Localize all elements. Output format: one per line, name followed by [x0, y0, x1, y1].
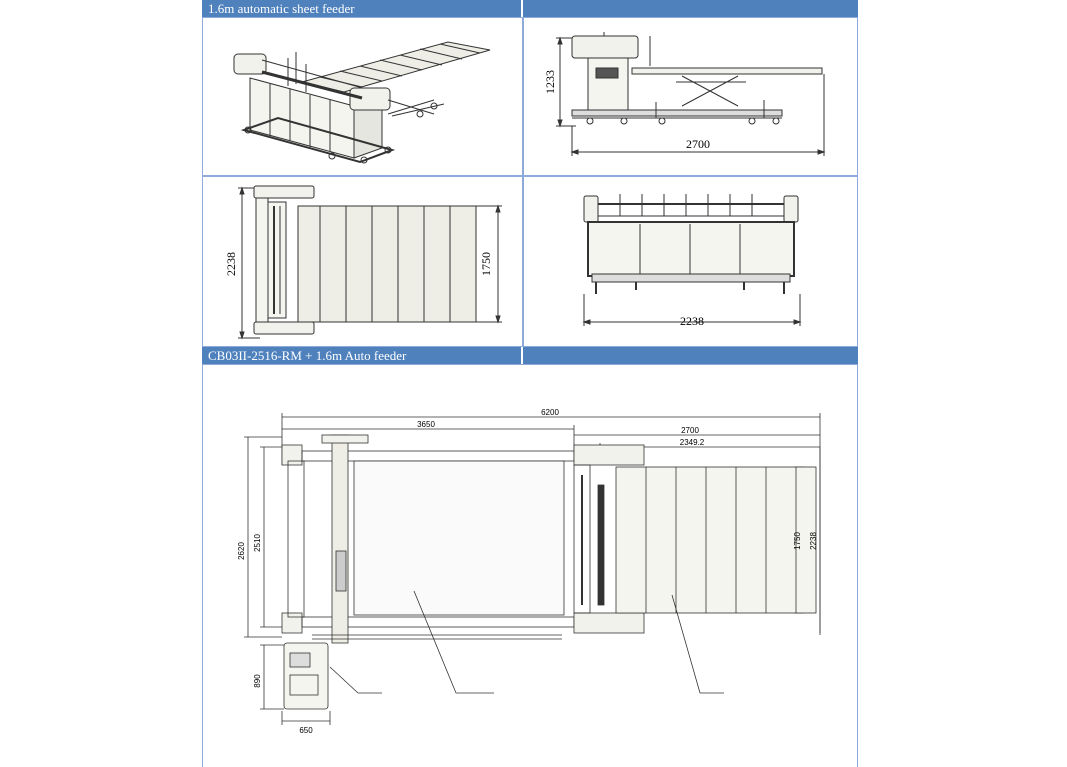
front-view-frame: [522, 175, 858, 347]
section-header-feeder: 1.6m automatic sheet feeder: [202, 0, 858, 17]
document-sheet: 1.6m automatic sheet feeder CB03II-2516-…: [202, 0, 858, 767]
top-view-drawing: 2238 1750: [224, 185, 502, 340]
dim-height-outer-label: 2620: [237, 542, 246, 560]
header-divider: [521, 347, 523, 364]
iso-view-frame: [202, 17, 524, 177]
dim-feeder-width-label: 1750: [793, 532, 802, 550]
dim-table-label: 1750: [479, 252, 493, 276]
isometric-drawing: [233, 41, 491, 164]
dim-cabinet-height-label: 890: [253, 674, 262, 688]
side-elevation-drawing: 1233 2700: [543, 32, 826, 156]
section-title: CB03II-2516-RM + 1.6m Auto feeder: [208, 348, 407, 363]
section-header-combo: CB03II-2516-RM + 1.6m Auto feeder: [202, 347, 858, 364]
dim-height-inner-label: 2510: [253, 534, 262, 552]
dim-feeder-inner-label: 2349.2: [680, 438, 705, 447]
dim-width-label: 2238: [680, 314, 704, 328]
dim-overall-label: 2238: [224, 252, 238, 276]
dim-length-label: 2700: [686, 137, 710, 151]
plan-view-frame: [202, 364, 858, 767]
dim-feeder-outer-label: 2238: [809, 532, 818, 550]
dim-cutter-label: 3650: [417, 420, 435, 429]
front-elevation-drawing: 2238: [582, 194, 802, 328]
plan-drawing: 6200 3650 2700 2349.2 2620 2510 1750 223…: [237, 408, 821, 735]
section-title: 1.6m automatic sheet feeder: [208, 1, 355, 16]
top-view-frame: [202, 175, 524, 347]
dim-feeder-label: 2700: [681, 426, 699, 435]
header-divider: [521, 0, 523, 17]
side-view-frame: [522, 17, 858, 177]
dim-total-label: 6200: [541, 408, 559, 417]
dim-cabinet-width-label: 650: [299, 726, 313, 735]
dim-height-label: 1233: [543, 70, 557, 94]
